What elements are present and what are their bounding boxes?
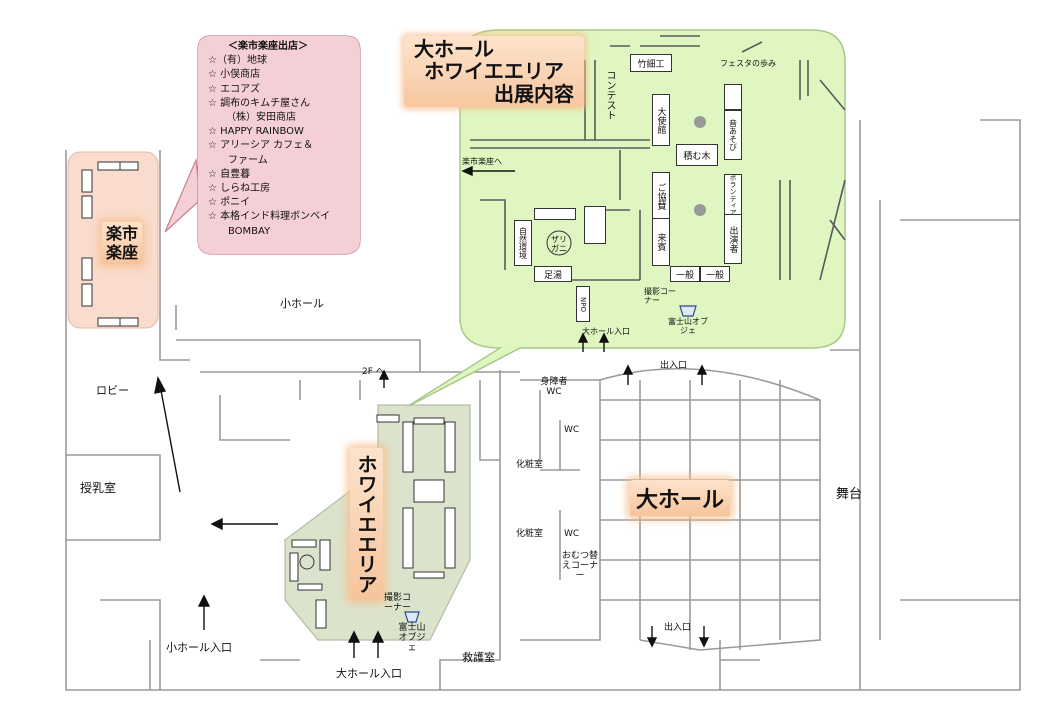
callout-title-line3: 出展内容 xyxy=(494,81,574,106)
footbath-booth: 足湯 xyxy=(534,266,572,282)
shop-list-title: ＜楽市楽座出店＞ xyxy=(228,41,308,52)
npo-booth: NPO xyxy=(576,286,590,322)
play-booth: 音あそび xyxy=(724,110,742,160)
callout-hall-entrance-label: 大ホール入口 xyxy=(582,327,630,336)
small-hall-entrance-label: 小ホール入口 xyxy=(166,641,232,654)
wc1-label: WC xyxy=(564,425,580,435)
callout-photo-corner-label: 撮影コーナー xyxy=(644,287,676,305)
shop-item: ファーム xyxy=(228,154,268,166)
nursing-room-label: 授乳室 xyxy=(80,481,117,495)
lobby-label: ロビー xyxy=(96,384,129,397)
stage-label: 舞台 xyxy=(836,487,863,502)
callout-title-line2: ホワイエエリア xyxy=(424,59,564,84)
foyer-label: ホワイエエリア xyxy=(350,448,383,600)
callout-title-line1: 大ホール xyxy=(414,37,494,61)
great-hall-label: 大ホール xyxy=(630,480,731,516)
shop-list: ＜楽市楽座出店＞ ☆（有）地球 ☆ 小俣商店 ☆ エコアズ ☆ 調布のキムチ屋さ… xyxy=(208,40,330,239)
exit-top-label: 出入口 xyxy=(660,361,688,371)
performers-booth: 出演者 xyxy=(724,214,742,264)
general-booth-2: 一般 xyxy=(700,266,730,282)
first-aid-label: 救護室 xyxy=(462,651,495,664)
shop-item: （株）安田商店 xyxy=(226,112,296,124)
callout-title: 大ホール ホワイエエリア 出展内容 xyxy=(404,36,584,108)
to-rakuichi-label: 楽市楽座へ xyxy=(462,157,502,166)
small-hall-label: 小ホール xyxy=(280,297,324,310)
wood-booth: 積む木 xyxy=(676,144,718,166)
general-booth-1: 一般 xyxy=(670,266,700,282)
powder2-label: 化粧室 xyxy=(516,529,544,539)
festa-label: フェスタの歩み xyxy=(720,59,776,68)
great-hall-entrance-label: 大ホール入口 xyxy=(336,667,402,680)
shop-item: BOMBAY xyxy=(228,225,271,237)
shop-item: ☆（有）地球 xyxy=(208,55,267,67)
powder1-label: 化粧室 xyxy=(516,460,544,470)
exit-bottom-label: 出入口 xyxy=(664,623,692,633)
rakuichi-label: 楽市 楽座 xyxy=(102,222,143,265)
ambassador-booth: 大使館 xyxy=(652,94,670,146)
shop-item: ☆ HAPPY RAINBOW xyxy=(208,126,304,138)
crayfish-table xyxy=(534,208,576,220)
shop-item: ☆ 調布のキムチ屋さん xyxy=(208,97,311,109)
rakuichi-line1: 楽市 xyxy=(106,224,139,243)
play-booth-top xyxy=(724,84,742,110)
wc2-label: WC xyxy=(564,529,580,539)
shop-item: ☆ アリーシア カフェ＆ xyxy=(208,140,314,152)
accessible-wc-label: 身障者 WC xyxy=(540,377,568,397)
shop-item: ☆ 本格インド料理ボンベイ xyxy=(208,211,331,223)
second-floor-label: 2F へ xyxy=(362,367,385,377)
bamboo-booth: 竹細工 xyxy=(630,54,672,72)
guests-booth: 来賓 xyxy=(652,218,670,266)
crayfish-label: ザリガニ xyxy=(551,235,567,253)
crayfish-booth xyxy=(584,206,606,244)
shop-item: ☆ ポニイ xyxy=(208,197,251,209)
foyer-photo-corner-label: 撮影コーナー xyxy=(384,593,412,613)
callout-fuji-object-label: 富士山オブジェ xyxy=(668,317,708,335)
contest-label: コンテスト xyxy=(604,70,615,120)
diaper-corner-label: おむつ替えコーナー xyxy=(561,551,598,581)
shop-item: ☆ しらね工房 xyxy=(208,183,271,195)
foyer-fuji-object-label: 富士山オブジェ xyxy=(398,623,426,653)
shop-item: ☆ 自豊暮 xyxy=(208,168,251,180)
nature-booth: 自然環境 xyxy=(514,220,532,266)
shop-item: ☆ エコアズ xyxy=(208,83,261,95)
rakuichi-line2: 楽座 xyxy=(106,243,139,263)
volunteer-booth: ボランティア xyxy=(724,174,742,216)
cooperation-booth: ご協賛 xyxy=(652,172,670,220)
shop-item: ☆ 小俣商店 xyxy=(208,69,261,81)
